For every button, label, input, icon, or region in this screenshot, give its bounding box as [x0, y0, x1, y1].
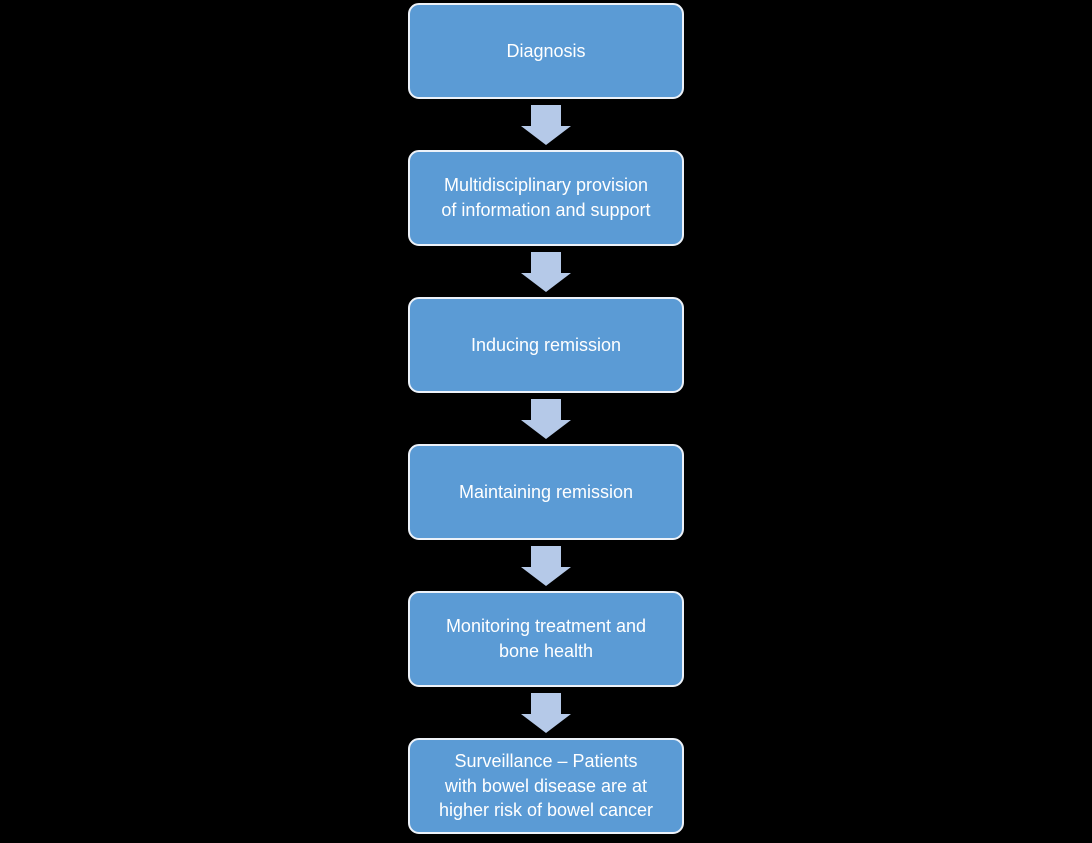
flow-step-monitoring-treatment: Monitoring treatment and bone health	[408, 591, 684, 687]
flow-step-surveillance: Surveillance – Patients with bowel disea…	[408, 738, 684, 834]
flow-step-label: Multidisciplinary provision of informati…	[441, 175, 651, 220]
flow-connector	[521, 99, 571, 150]
flow-step-label: Inducing remission	[470, 334, 622, 355]
flowchart: Diagnosis Multidisciplinary provision of…	[0, 3, 1092, 834]
down-arrow-icon	[521, 104, 571, 145]
flow-step-inducing-remission: Inducing remission	[408, 297, 684, 393]
flow-connector	[521, 246, 571, 297]
flow-step-label: Surveillance – Patients with bowel disea…	[438, 750, 654, 821]
flow-step-label: Diagnosis	[506, 40, 586, 61]
down-arrow-icon	[521, 692, 571, 733]
flow-step-multidisciplinary-support: Multidisciplinary provision of informati…	[408, 150, 684, 246]
flow-connector	[521, 540, 571, 591]
down-arrow-icon	[521, 398, 571, 439]
flow-connector	[521, 393, 571, 444]
flow-step-maintaining-remission: Maintaining remission	[408, 444, 684, 540]
flow-connector	[521, 687, 571, 738]
flow-step-label: Maintaining remission	[458, 481, 634, 502]
flow-step-diagnosis: Diagnosis	[408, 3, 684, 99]
down-arrow-icon	[521, 251, 571, 292]
down-arrow-icon	[521, 545, 571, 586]
flow-step-label: Monitoring treatment and bone health	[445, 616, 647, 661]
